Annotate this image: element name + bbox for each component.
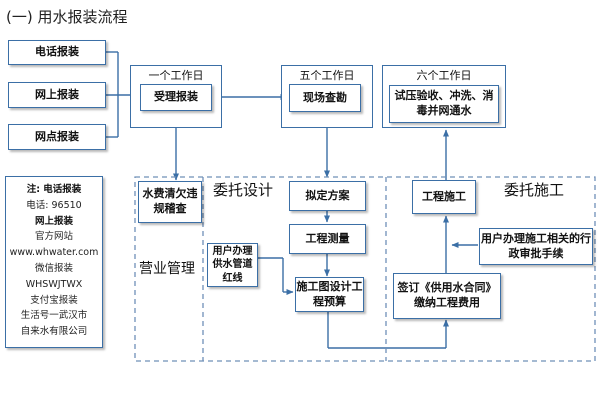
- note-line: www.whwater.com: [9, 247, 99, 259]
- note-line: 自来水有限公司: [20, 326, 88, 338]
- stage-1-label: 一个工作日: [148, 69, 204, 82]
- construction-box: 工程施工: [412, 180, 476, 214]
- section-construction-title: 委托施工: [504, 181, 565, 199]
- permit-design-box: 用户办理供水管道红线: [207, 243, 258, 287]
- acceptance-test-box: 试压验收、冲洗、消毒并网通水: [389, 85, 499, 123]
- survey-box: 工程测量: [289, 224, 366, 254]
- acceptance-box: 受理报装: [140, 84, 212, 111]
- channel-phone-box: 电话报装: [8, 40, 106, 65]
- drawing-box: 施工图设计工程预算: [295, 277, 364, 312]
- site-survey-box: 现场查勘: [289, 84, 361, 112]
- contract-box: 签订《供用水合同》缴纳工程费用: [393, 273, 501, 319]
- permit-construct-box: 用户办理施工相关的行政审批手续: [479, 228, 593, 265]
- stage-2-label: 五个工作日: [299, 69, 355, 82]
- channels-note: 注: 电话报装 电话: 96510 网上报装 官方网站 www.whwater.…: [5, 176, 103, 348]
- section-design-title: 委托设计: [213, 181, 274, 199]
- note-line: 支付宝报装: [30, 294, 78, 306]
- plan-box: 拟定方案: [289, 181, 366, 211]
- note-line: 网上报装: [34, 215, 73, 227]
- stage-3-label: 六个工作日: [416, 69, 472, 82]
- note-line: 注: 电话报装: [26, 184, 82, 195]
- channel-outlet-box: 网点报装: [8, 124, 106, 150]
- note-line: 生活号一武汉市: [20, 310, 88, 322]
- section-business-title: 营业管理: [139, 261, 195, 277]
- note-line: 电话: 96510: [26, 199, 82, 211]
- channel-online-box: 网上报装: [8, 82, 106, 108]
- note-line: 官方网站: [34, 231, 73, 243]
- arrears-box: 水费清欠违规稽查: [138, 181, 202, 223]
- note-line: 微信报装: [34, 262, 73, 274]
- note-line: WHSWJTWX: [25, 278, 83, 290]
- sections-frame: [134, 176, 596, 362]
- page-title: (一) 用水报装流程: [6, 8, 128, 26]
